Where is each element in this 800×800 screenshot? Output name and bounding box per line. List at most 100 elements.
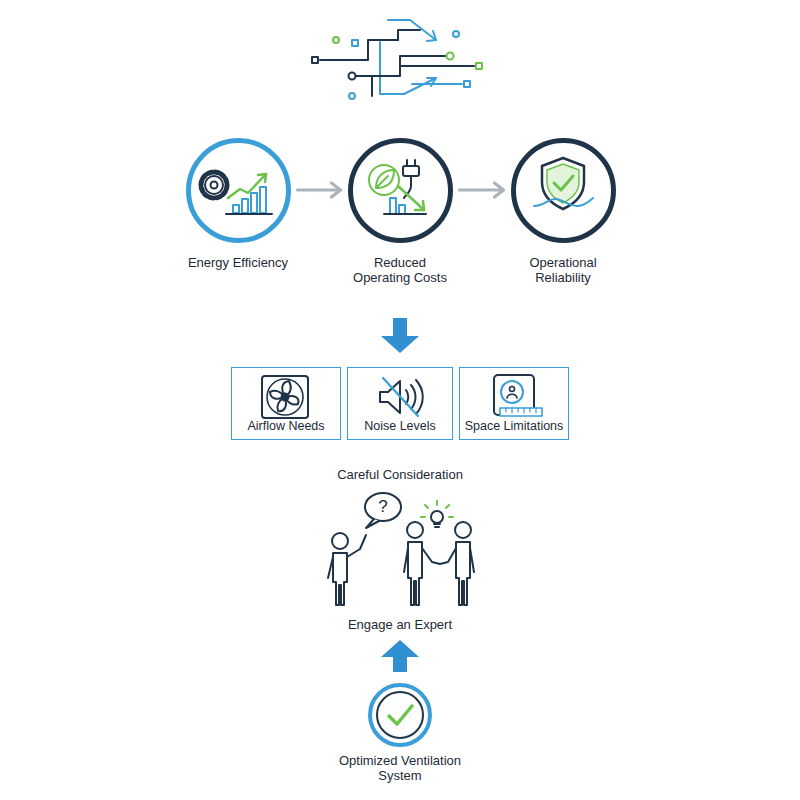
circuit-arrow xyxy=(427,31,436,41)
leaf xyxy=(376,170,394,188)
baseline xyxy=(226,213,272,215)
circuit-pad xyxy=(476,63,482,69)
circuit-pad xyxy=(352,40,358,46)
person-arm xyxy=(422,548,440,564)
space-disc xyxy=(501,381,523,403)
efficiency-icon xyxy=(201,172,272,214)
bar xyxy=(390,198,396,214)
benefit-circle: Optimized Ventilation System xyxy=(368,683,432,747)
trend-arrow-head xyxy=(258,174,266,182)
node-label: Operational Reliability xyxy=(509,255,617,285)
plug-body xyxy=(403,166,419,176)
check-mark xyxy=(554,176,573,190)
trend-arrow xyxy=(228,174,266,198)
circle-outline xyxy=(368,683,432,747)
person-head xyxy=(407,522,423,538)
flow-arrow xyxy=(460,188,504,191)
circuit-trace xyxy=(388,20,436,40)
speech-tail xyxy=(366,519,379,528)
person-arm xyxy=(470,548,474,572)
speech-symbol: ? xyxy=(373,497,393,517)
wave-line xyxy=(534,198,593,206)
bar xyxy=(260,187,266,213)
node-label: Airflow Needs xyxy=(232,419,340,434)
node-label: Noise Levels xyxy=(348,419,452,434)
fan-ring xyxy=(267,379,303,415)
reliability-icon xyxy=(534,158,593,209)
person-head xyxy=(455,522,471,538)
person-arm xyxy=(347,535,366,557)
fan-frame xyxy=(262,376,308,418)
check-mark xyxy=(389,706,412,724)
benefit-circle: Reduced Operating Costs xyxy=(348,138,453,243)
flow-arrow xyxy=(298,188,341,191)
caption-text: Careful Consideration xyxy=(290,467,510,483)
baseline xyxy=(384,213,426,215)
circle-ring xyxy=(188,140,288,240)
people-illustration xyxy=(328,493,474,605)
circuit-node xyxy=(333,37,339,43)
person-body xyxy=(333,553,347,605)
check-inner-ring xyxy=(377,692,423,738)
circuit-trace xyxy=(412,83,462,85)
gear-hub xyxy=(211,182,218,189)
caption-text: Engage an Expert xyxy=(290,617,510,633)
benefit-circle: Operational Reliability xyxy=(511,138,616,243)
circle-ring xyxy=(513,140,613,240)
person-arm xyxy=(328,557,333,578)
circuit-trace xyxy=(320,40,398,60)
circuit-trace xyxy=(398,30,420,40)
space-icon xyxy=(494,375,542,416)
circuit-trace xyxy=(400,65,474,67)
consideration-box: Noise Levels xyxy=(347,367,453,440)
circuit-pad xyxy=(464,81,470,87)
sound-wave xyxy=(411,385,416,409)
speech-bubble xyxy=(365,493,401,521)
consideration-box: Space Limitations xyxy=(459,367,569,440)
node-label: Space Limitations xyxy=(460,419,568,434)
person-body xyxy=(456,542,470,605)
circuit-node xyxy=(349,73,356,80)
up-arrow xyxy=(381,640,419,672)
lightbulb-rays xyxy=(421,501,453,517)
circle-outline xyxy=(186,138,291,243)
fan-hub xyxy=(282,394,289,401)
circuit-node xyxy=(447,53,454,60)
circle-outline xyxy=(348,138,453,243)
leaf-ring xyxy=(369,165,399,195)
circuit-node xyxy=(453,31,459,37)
circuit-icon xyxy=(312,20,482,99)
circle-ring xyxy=(370,685,430,745)
lightbulb xyxy=(431,511,443,523)
cost-icon xyxy=(369,160,426,214)
ruler xyxy=(500,408,542,416)
person-body xyxy=(408,542,422,605)
person-arm xyxy=(404,548,408,572)
person-head xyxy=(332,533,348,549)
space-person-body xyxy=(507,394,517,398)
shield-inner xyxy=(547,164,579,203)
gear-teeth xyxy=(201,172,227,198)
trend-arrow-head xyxy=(415,201,424,210)
circuit-pad xyxy=(312,57,318,63)
trend-arrow xyxy=(398,186,424,210)
space-person-head xyxy=(510,387,515,392)
circuit-trace xyxy=(371,76,373,96)
bar xyxy=(233,205,239,213)
consideration-box: Airflow Needs xyxy=(231,367,341,440)
node-label: Optimized Ventilation System xyxy=(338,753,462,783)
circle-outline xyxy=(511,138,616,243)
gear-ring xyxy=(205,176,223,194)
fan-icon xyxy=(262,376,308,418)
mute-slash xyxy=(383,378,418,416)
person-arm xyxy=(440,548,456,564)
benefit-circle: Energy Efficiency xyxy=(186,138,291,243)
node-label: Reduced Operating Costs xyxy=(346,255,454,285)
circle-ring xyxy=(350,140,450,240)
sound-wave xyxy=(416,380,423,414)
circuit-trace xyxy=(380,42,436,94)
circuit-node xyxy=(349,93,355,99)
